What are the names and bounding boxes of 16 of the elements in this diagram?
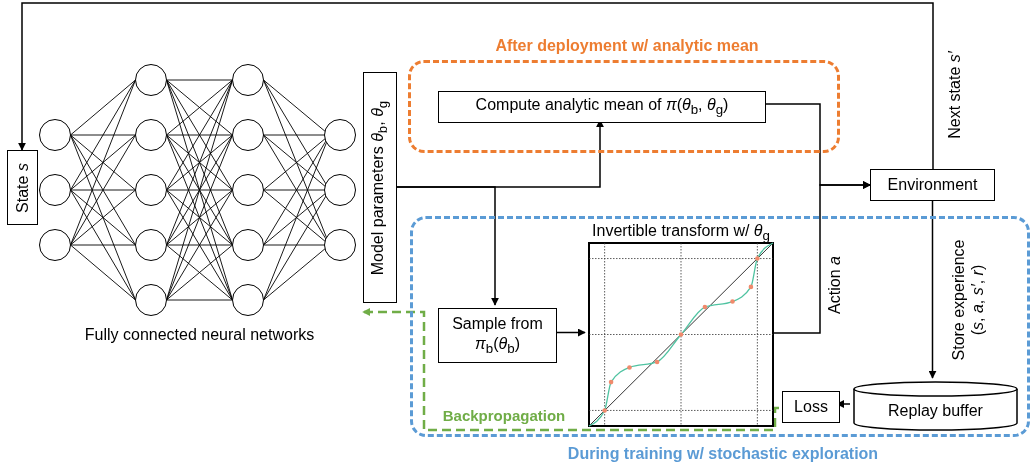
group-title: After deployment w/ analytic mean (494, 37, 760, 56)
box-label: Compute analytic mean of π(θ$_{b}$, θ$_{g}$) (475, 95, 729, 119)
box-label: Environment (887, 175, 978, 195)
node-label: Fully connected neural networks (84, 326, 315, 345)
process-box (438, 308, 557, 363)
box-label: Loss (794, 397, 828, 417)
box-label: Replay buffer (888, 401, 983, 421)
process-box (782, 391, 840, 423)
process-box (7, 150, 38, 225)
process-box (438, 91, 766, 123)
process-box (363, 72, 397, 303)
box-label: Sample from π$_{b}$(θ$_{b}$) (451, 314, 544, 357)
box-label: State s (13, 162, 32, 213)
edge-label: Backpropagation (442, 407, 566, 425)
group-title: During training w/ stochastic exploration (566, 445, 880, 464)
process-box (870, 169, 995, 201)
